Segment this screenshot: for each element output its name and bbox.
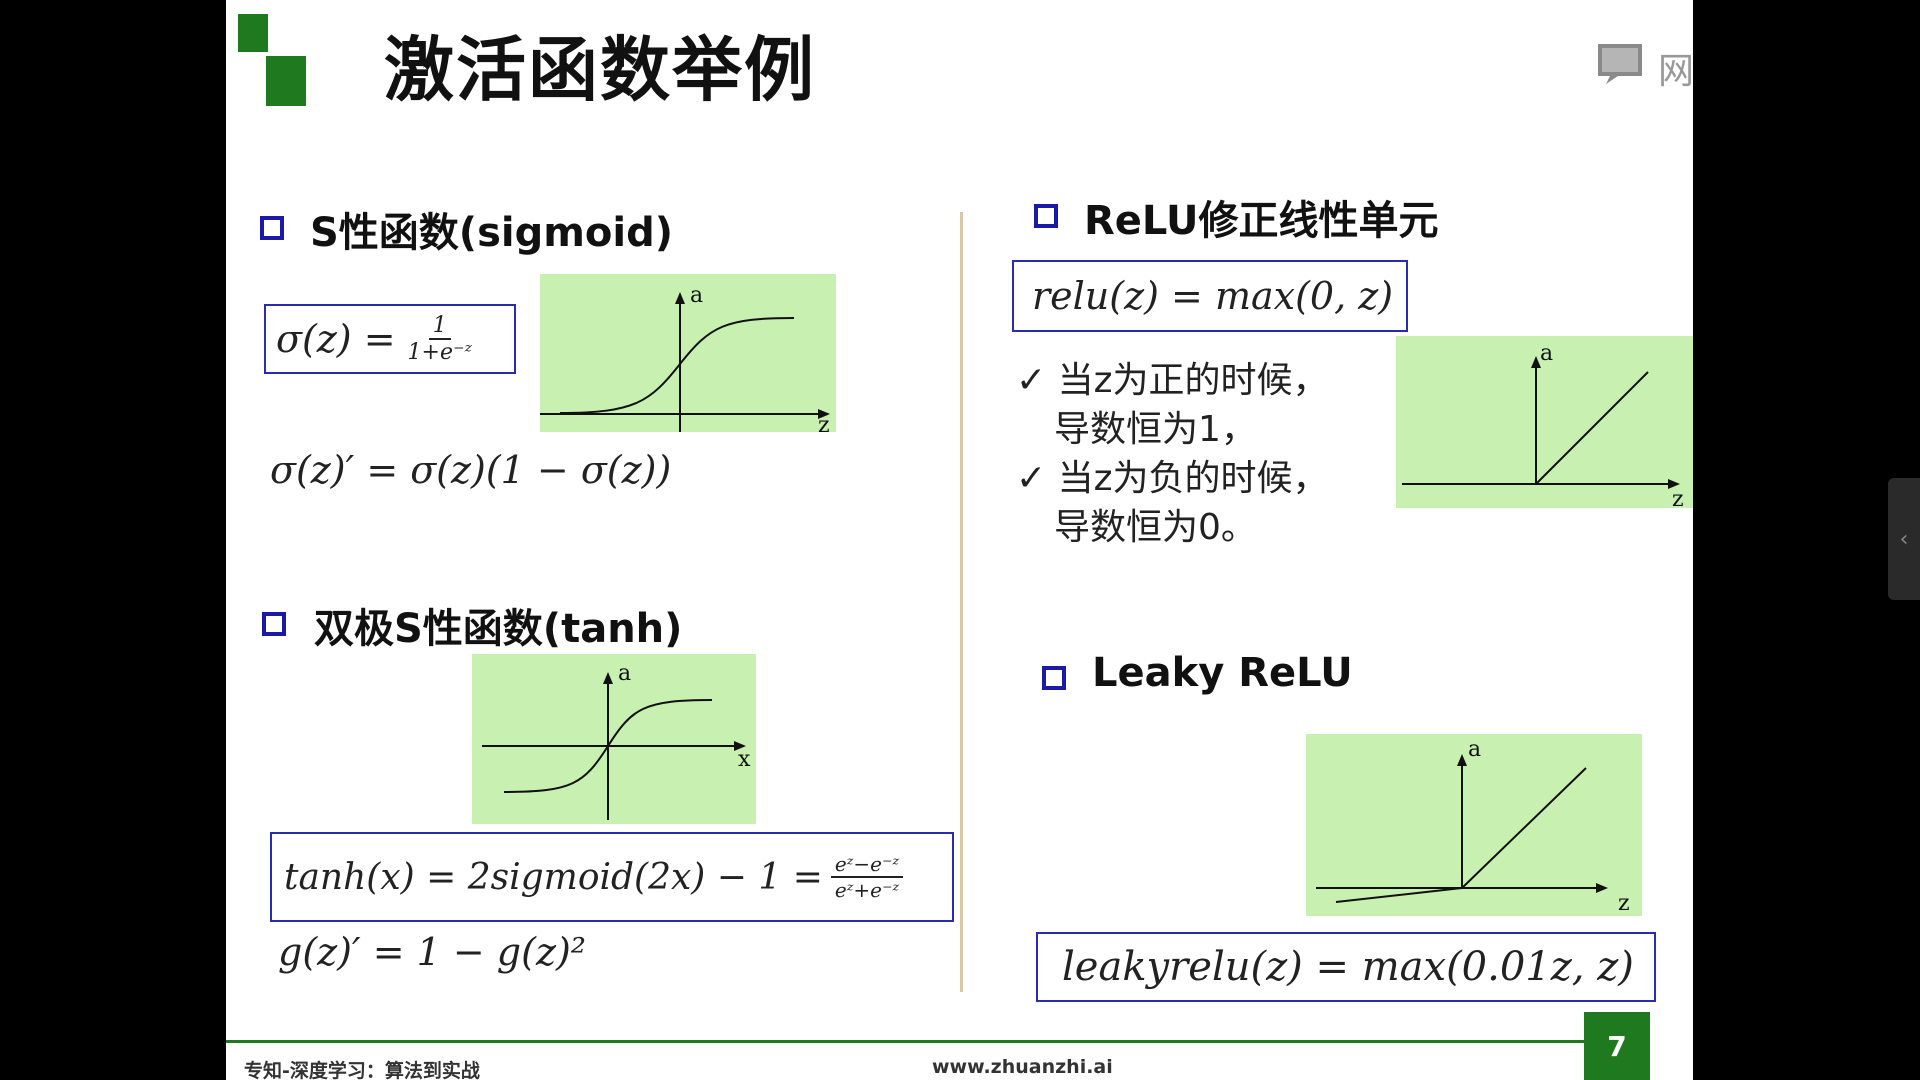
- tanh-formula-box: tanh(x) = 2sigmoid(2x) − 1 = eᶻ−e⁻ᶻ eᶻ+e…: [270, 832, 954, 922]
- sigmoid-axis-x-label: z: [818, 413, 830, 432]
- bullet-square-tanh: [262, 612, 286, 636]
- tanh-y-arrow: [603, 672, 613, 684]
- sigmoid-formula-lhs: σ(z) =: [276, 317, 396, 361]
- footer-website: www.zhuanzhi.ai: [932, 1056, 1113, 1078]
- relu-y-arrow: [1531, 356, 1541, 368]
- bullet-square-relu: [1034, 204, 1058, 228]
- sigmoid-curve: [559, 317, 795, 414]
- leaky-plot-svg: a z: [1316, 737, 1630, 916]
- relu-axis-y-label: a: [1540, 341, 1553, 366]
- sigmoid-derivative: σ(z)′ = σ(z)(1 − σ(z)): [270, 448, 672, 492]
- sigmoid-y-arrow: [675, 292, 685, 304]
- sigmoid-fraction: 1 1+e⁻ᶻ: [404, 313, 476, 365]
- sigmoid-heading: S性函数(sigmoid): [310, 210, 674, 256]
- logo-square-bottom: [266, 56, 306, 106]
- sigmoid-plot-svg: a z: [540, 283, 830, 432]
- bullet-square-sigmoid: [260, 216, 284, 240]
- sigmoid-plot: a z: [540, 274, 836, 432]
- sigmoid-formula-box: σ(z) = 1 1+e⁻ᶻ: [264, 304, 516, 374]
- footer-line: [226, 1040, 1586, 1043]
- relu-axis-x-label: z: [1672, 487, 1684, 508]
- leaky-y-arrow: [1457, 754, 1467, 766]
- tanh-fraction-num: eᶻ−e⁻ᶻ: [830, 852, 904, 878]
- relu-formula-box: relu(z) = max(0, z): [1012, 260, 1408, 332]
- leaky-formula: leakyrelu(z) = max(0.01z, z): [1062, 944, 1634, 990]
- sigmoid-fraction-num: 1: [428, 313, 451, 340]
- leaky-positive-line: [1461, 767, 1587, 889]
- logo-square-top: [238, 14, 268, 52]
- tanh-plot-svg: a x: [482, 661, 751, 820]
- tanh-fraction-den: eᶻ+e⁻ᶻ: [834, 878, 900, 902]
- tanh-heading: 双极S性函数(tanh): [314, 606, 683, 652]
- leaky-plot: a z: [1306, 734, 1642, 916]
- footer-course: 专知-深度学习：算法到实战: [244, 1060, 480, 1080]
- chevron-left-icon: ‹: [1899, 526, 1909, 552]
- sigmoid-fraction-den: 1+e⁻ᶻ: [407, 340, 472, 365]
- relu-line-2: 导数恒为1，: [1054, 409, 1257, 450]
- relu-heading: ReLU修正线性单元: [1084, 198, 1439, 244]
- leaky-axis-y-label: a: [1468, 737, 1481, 762]
- relu-plot-svg: a z: [1402, 341, 1684, 508]
- tanh-derivative: g(z)′ = 1 − g(z)²: [278, 930, 587, 974]
- relu-line-4: 导数恒为0。: [1054, 507, 1257, 548]
- sigmoid-x-arrow: [818, 409, 830, 419]
- leaky-negative-line: [1335, 887, 1463, 903]
- tanh-axis-x-label: x: [738, 747, 751, 772]
- leaky-heading: Leaky ReLU: [1092, 650, 1353, 696]
- relu-plot: a z: [1396, 336, 1693, 508]
- column-divider: [960, 212, 963, 992]
- presentation-icon: [1596, 40, 1648, 84]
- relu-line-1: ✓ 当z为正的时候，: [1016, 360, 1329, 401]
- relu-line-3: ✓ 当z为负的时候，: [1016, 458, 1329, 499]
- tanh-x-arrow: [734, 741, 746, 751]
- leaky-formula-box: leakyrelu(z) = max(0.01z, z): [1036, 932, 1656, 1002]
- tanh-fraction: eᶻ−e⁻ᶻ eᶻ+e⁻ᶻ: [830, 852, 904, 902]
- bullet-square-leaky: [1042, 666, 1066, 690]
- relu-formula: relu(z) = max(0, z): [1032, 274, 1394, 318]
- collapse-panel-button[interactable]: ‹: [1888, 478, 1920, 600]
- relu-x-arrow: [1668, 479, 1680, 489]
- tanh-curve: [503, 699, 713, 793]
- page-number: 7: [1584, 1012, 1650, 1080]
- relu-description: ✓ 当z为正的时候， 导数恒为1， ✓ 当z为负的时候， 导数恒为0。: [1016, 356, 1329, 552]
- slide: 激活函数举例 网 S性函数(sigmoid) σ(z) = 1 1+e⁻ᶻ a …: [226, 0, 1693, 1080]
- tanh-axis-y-label: a: [618, 661, 631, 686]
- tanh-plot: a x: [472, 654, 756, 824]
- slide-title: 激活函数举例: [384, 29, 816, 111]
- tanh-formula-lhs: tanh(x) = 2sigmoid(2x) − 1 =: [284, 856, 823, 898]
- leaky-x-arrow: [1596, 883, 1608, 893]
- top-right-text: 网: [1658, 51, 1693, 92]
- sigmoid-axis-y-label: a: [690, 283, 703, 308]
- relu-line: [1535, 371, 1649, 485]
- leaky-axis-x-label: z: [1618, 891, 1630, 916]
